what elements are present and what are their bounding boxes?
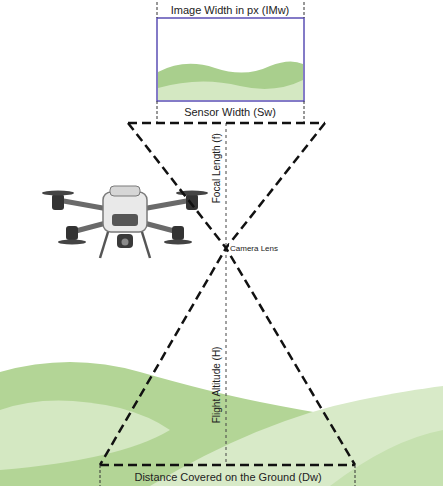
drone-propeller <box>164 240 192 245</box>
dimension-label: Image Width in px (IMw) <box>171 4 290 17</box>
dimension-label: Flight Altitude (H) <box>210 347 222 424</box>
ground-hill <box>330 430 443 486</box>
ground-line <box>100 464 355 467</box>
dimension-label: Sensor Width (Sw) <box>184 106 276 119</box>
drone-propeller <box>58 240 86 245</box>
drone-camera-lens <box>122 239 129 246</box>
drone-battery <box>112 214 138 226</box>
image-frame-border <box>157 18 304 101</box>
drone-motor <box>66 226 78 240</box>
drone-propeller <box>42 191 74 196</box>
dimension-tick <box>355 465 356 486</box>
image-hill <box>158 80 303 100</box>
image-frame <box>157 18 304 101</box>
view-ray <box>128 123 355 465</box>
part-label: Camera Lens <box>229 244 282 253</box>
center-axis <box>226 123 227 465</box>
dimension-tick <box>157 101 158 123</box>
drone-camera <box>117 234 133 248</box>
dimension-tick <box>304 2 305 18</box>
view-ray <box>100 123 325 465</box>
ground-hill <box>0 400 170 470</box>
drone-motor <box>172 226 184 240</box>
dimension-label: Focal Length (f) <box>211 133 223 204</box>
drone-motor <box>52 194 64 210</box>
drone-leg <box>100 232 108 258</box>
dimension-label: Distance Covered on the Ground (Dw) <box>134 471 322 484</box>
drone-illustration <box>42 186 208 258</box>
dimension-tick <box>304 101 305 123</box>
ground-hill <box>0 362 443 486</box>
image-hill <box>158 61 303 100</box>
drone-body <box>103 192 147 232</box>
dimension-tick <box>157 2 158 18</box>
sensor-line <box>128 122 325 125</box>
drone-top <box>110 186 140 196</box>
drone-leg <box>142 232 150 258</box>
drone-motor <box>186 194 198 210</box>
dimension-tick <box>100 465 101 486</box>
